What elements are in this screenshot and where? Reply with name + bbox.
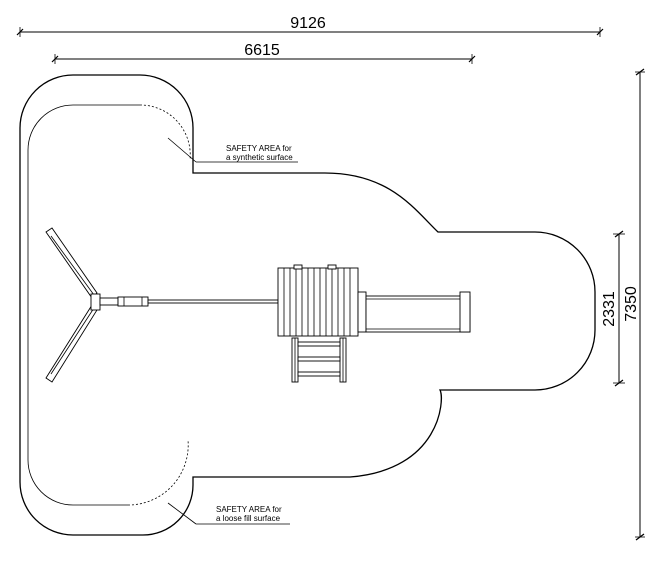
synthetic-note-line2: a synthetic surface xyxy=(226,153,293,162)
dimension-structure-width: 6615 xyxy=(51,42,476,64)
loose-note-line1: SAFETY AREA for xyxy=(216,505,282,514)
overall-height-label: 7350 xyxy=(623,286,640,322)
dimension-overall-height: 7350 xyxy=(623,68,645,541)
structure-height-label: 2331 xyxy=(601,291,618,327)
overall-width-label: 9126 xyxy=(290,15,326,32)
safety-area-synthetic-dashed-arc xyxy=(139,104,191,161)
loose-note-line2: a loose fill surface xyxy=(216,514,281,523)
structure-width-label: 6615 xyxy=(244,42,280,59)
dimension-overall-width: 9126 xyxy=(16,15,604,37)
ladder xyxy=(291,337,347,383)
safety-area-synthetic-outline xyxy=(27,104,140,151)
safety-area-synthetic-left-side xyxy=(27,150,128,506)
slide xyxy=(357,291,471,333)
synthetic-note-leader xyxy=(167,137,197,163)
tower-deck xyxy=(277,264,359,337)
loose-note-leader xyxy=(167,502,197,525)
swing-frame xyxy=(45,227,279,383)
safety-area-loose-fill-outline xyxy=(19,74,596,536)
synthetic-note-line1: SAFETY AREA for xyxy=(226,144,292,153)
dimension-structure-height: 2331 xyxy=(601,230,625,387)
safety-area-loose-dashed-arc xyxy=(127,439,189,506)
